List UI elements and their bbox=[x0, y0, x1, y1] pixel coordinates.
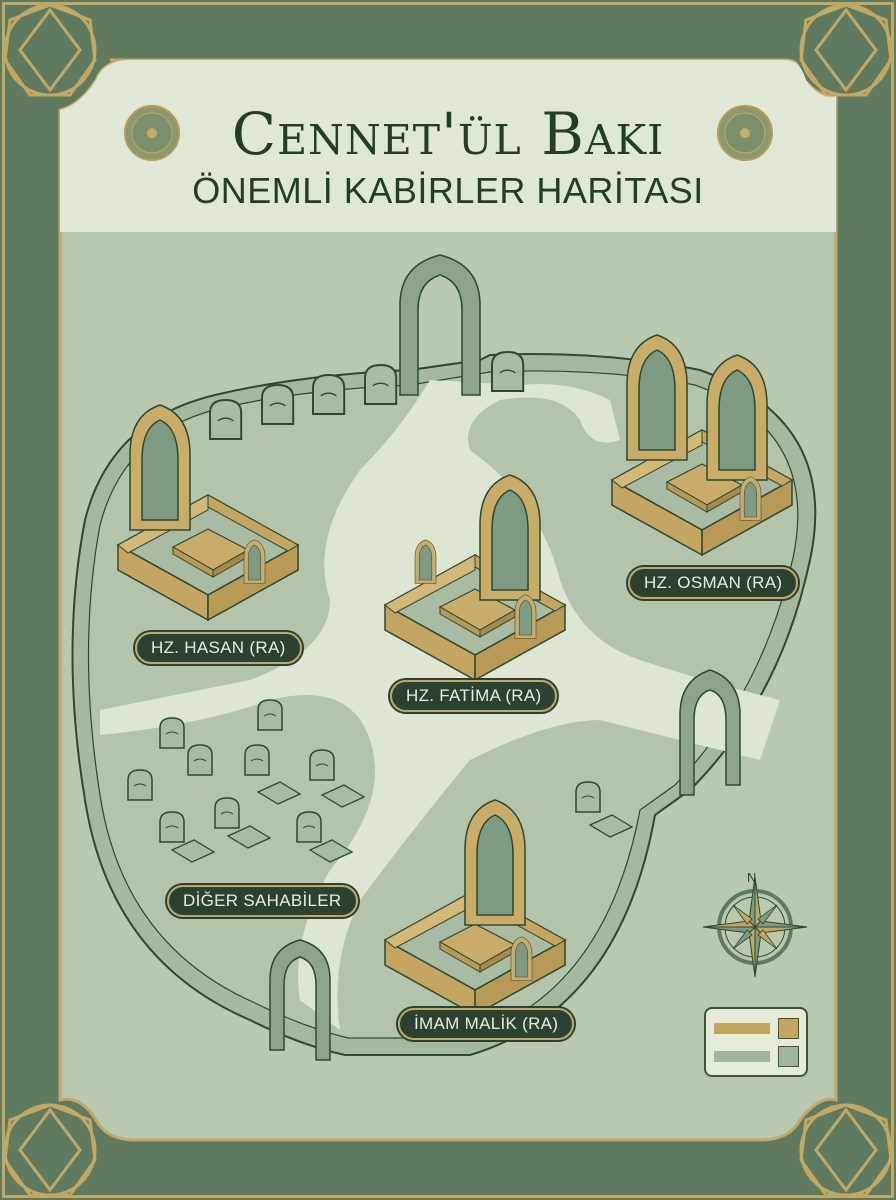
corner-ornament-top-left bbox=[3, 3, 97, 97]
gate-north bbox=[399, 254, 481, 396]
label-diger-sahabiler[interactable]: DİĞER SAHABİLER bbox=[165, 883, 360, 919]
legend-swatch-important bbox=[778, 1018, 799, 1039]
page-subtitle: ÖNEMLİ KABİRLER HARİTASI bbox=[192, 170, 704, 211]
corner-ornament-top-right bbox=[799, 3, 893, 97]
label-hz-fatima[interactable]: HZ. FATİMA (RA) bbox=[387, 678, 560, 714]
gate-east bbox=[679, 669, 741, 796]
corner-ornament-bottom-right bbox=[799, 1103, 893, 1197]
legend-bar-other bbox=[714, 1051, 770, 1062]
compass-rose-icon bbox=[702, 876, 808, 978]
gate-south bbox=[269, 939, 331, 1061]
label-imam-malik[interactable]: İMAM MALİK (RA) bbox=[395, 1006, 577, 1042]
legend-swatch-other bbox=[778, 1046, 799, 1067]
compass-north-label: N bbox=[747, 870, 757, 885]
page-title: Cennet'ül Baki bbox=[231, 100, 665, 168]
label-hz-osman[interactable]: HZ. OSMAN (RA) bbox=[625, 565, 801, 601]
rosette-left-icon bbox=[124, 105, 180, 161]
corner-ornament-bottom-left bbox=[3, 1103, 97, 1197]
map-legend bbox=[704, 1007, 808, 1077]
label-hz-hasan[interactable]: HZ. HASAN (RA) bbox=[133, 630, 304, 666]
legend-bar-important bbox=[714, 1023, 770, 1034]
rosette-right-icon bbox=[717, 105, 773, 161]
